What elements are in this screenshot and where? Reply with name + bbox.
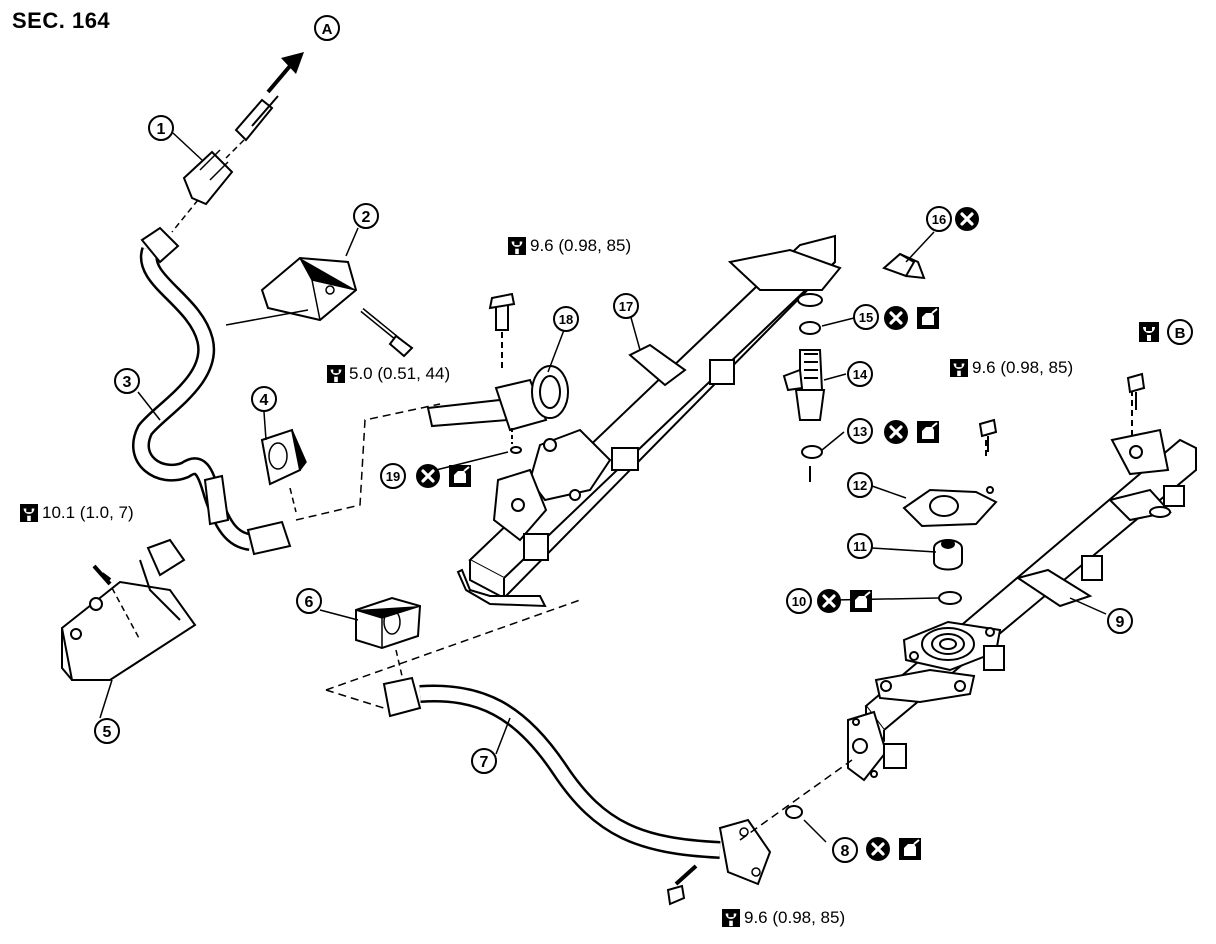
callout-7: 7 (471, 748, 497, 774)
damper-6-part (325, 596, 581, 711)
svg-text:15: 15 (859, 310, 873, 325)
damper-part (260, 403, 441, 521)
bracket-part (60, 538, 197, 681)
torque-value: 9.6 (0.98, 85) (972, 358, 1074, 377)
callout-11: 11 (847, 533, 873, 559)
callout-4: 4 (251, 386, 277, 412)
callout-19: 19 (380, 463, 406, 489)
injector-parts (782, 252, 926, 482)
seal-assembly-parts (902, 418, 998, 605)
oil-can-icon (448, 464, 472, 488)
do-not-reuse-x-icon (953, 205, 981, 233)
torque-spec-pipe-bolt: 9.6 (0.98, 85) (722, 908, 845, 928)
oil-can-icon (916, 420, 940, 444)
part-callouts: 1 2 3 4 5 6 7 8 9 10 11 12 13 14 15 16 1… (94, 115, 1133, 863)
oil-can-icon (916, 306, 940, 330)
torque-value: 5.0 (0.51, 44) (349, 364, 451, 383)
ref-a-callout: A (314, 15, 340, 41)
torque-value: 9.6 (0.98, 85) (530, 236, 632, 255)
section-title: SEC. 164 (12, 8, 111, 33)
svg-text:9: 9 (1116, 614, 1125, 631)
torque-wrench-icon (722, 909, 740, 927)
svg-text:17: 17 (619, 299, 633, 314)
callout-2: 2 (353, 203, 379, 229)
fuel-hose-part (132, 226, 292, 556)
torque-spec-bracket-bolt: 10.1 (1.0, 7) (20, 503, 134, 523)
svg-text:6: 6 (305, 594, 314, 611)
hose-clip-part (225, 256, 414, 358)
callout-13: 13 (847, 418, 873, 444)
svg-text:3: 3 (123, 374, 132, 391)
oil-can-icon (849, 589, 873, 613)
torque-wrench-icon (950, 359, 968, 377)
fuel-tube-part (382, 676, 772, 886)
torque-value: 10.1 (1.0, 7) (42, 503, 134, 522)
ref-b-label: B (1175, 325, 1186, 342)
callout-9: 9 (1107, 608, 1133, 634)
fuel-rail-left-part (456, 234, 842, 608)
o-ring-8-part (666, 759, 853, 906)
callout-16: 16 (926, 206, 952, 232)
ref-b-callout: B (1139, 319, 1193, 345)
callout-14: 14 (847, 361, 873, 387)
fuel-rail-right-part (847, 372, 1197, 782)
svg-text:11: 11 (853, 539, 867, 554)
do-not-reuse-x-icon (882, 418, 910, 446)
pressure-regulator-part (426, 292, 569, 454)
callout-12: 12 (847, 472, 873, 498)
svg-text:16: 16 (932, 212, 946, 227)
ref-a-arrow (266, 52, 304, 94)
do-not-reuse-x-icon (815, 587, 843, 615)
svg-text:13: 13 (853, 424, 867, 439)
svg-text:5: 5 (103, 724, 112, 741)
callout-5: 5 (94, 718, 120, 744)
torque-spec-rail-bolt: 9.6 (0.98, 85) (950, 358, 1073, 378)
callout-6: 6 (296, 588, 322, 614)
quick-connector-part (171, 95, 279, 233)
callout-8: 8 (832, 837, 858, 863)
svg-text:12: 12 (853, 478, 867, 493)
svg-text:14: 14 (853, 367, 868, 382)
torque-value: 9.6 (0.98, 85) (744, 908, 846, 927)
oil-can-icon (898, 837, 922, 861)
callout-3: 3 (114, 368, 140, 394)
torque-wrench-icon (508, 237, 526, 255)
torque-wrench-icon (1139, 322, 1159, 342)
svg-text:4: 4 (260, 392, 269, 409)
torque-wrench-icon (327, 365, 345, 383)
ref-a-label: A (322, 21, 333, 38)
callout-15: 15 (853, 304, 879, 330)
callout-1: 1 (148, 115, 174, 141)
torque-spec-clip-bolt: 5.0 (0.51, 44) (327, 364, 450, 384)
callout-10: 10 (786, 588, 812, 614)
torque-spec-regulator-bolt: 9.6 (0.98, 85) (508, 236, 631, 256)
svg-text:7: 7 (480, 754, 489, 771)
svg-text:8: 8 (841, 843, 850, 860)
svg-text:10: 10 (792, 594, 806, 609)
callout-18: 18 (553, 306, 579, 332)
callout-17: 17 (613, 293, 639, 319)
svg-text:19: 19 (386, 469, 400, 484)
svg-text:2: 2 (362, 209, 371, 226)
do-not-reuse-x-icon (864, 835, 892, 863)
do-not-reuse-x-icon (882, 304, 910, 332)
svg-text:1: 1 (157, 121, 166, 138)
torque-wrench-icon (20, 504, 38, 522)
svg-text:18: 18 (559, 312, 573, 327)
do-not-reuse-x-icon (414, 462, 442, 490)
